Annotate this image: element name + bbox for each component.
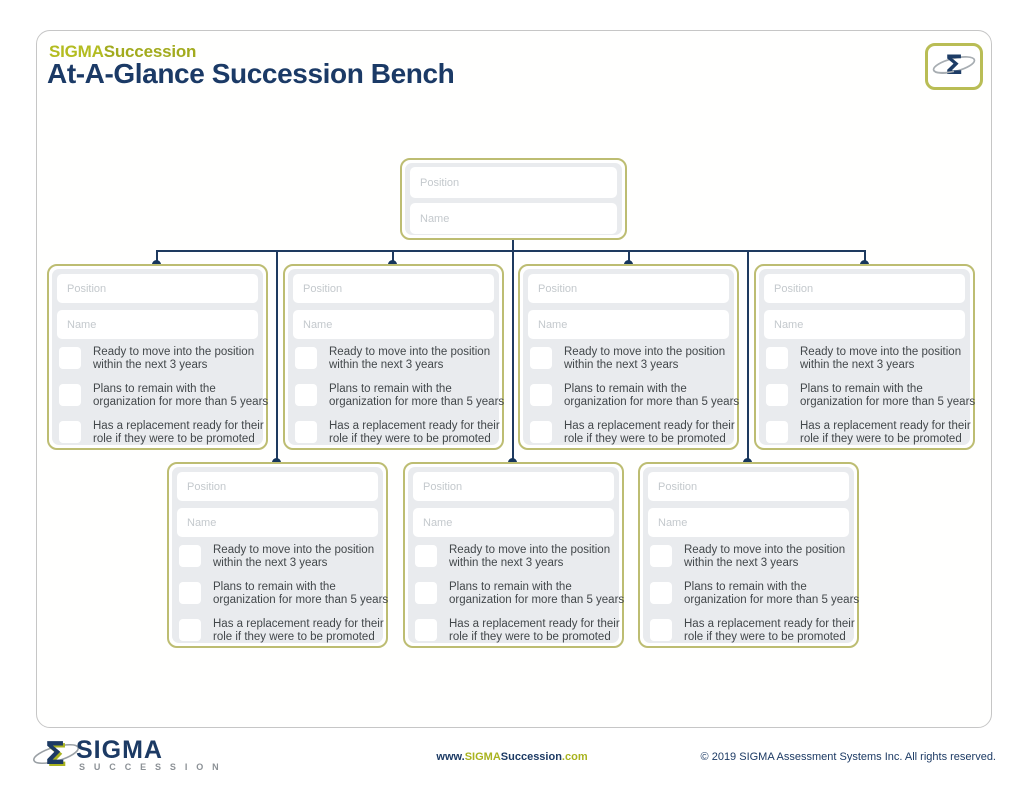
brand-sigma: SIGMA [49,42,104,61]
footer-logo-succession-text: S U C C E S S I O N [79,762,222,772]
criterion-label: Ready to move into the position within t… [684,544,846,569]
website-link[interactable]: www.SIGMASuccession.com [0,751,1024,763]
criterion-label: Plans to remain with the organization fo… [213,581,389,606]
row1-node-2: Ready to move into the position within t… [283,264,504,450]
criterion-label: Ready to move into the position within t… [213,544,375,569]
checkbox[interactable] [650,619,672,641]
criterion-label: Ready to move into the position within t… [800,346,962,371]
position-input[interactable] [177,472,378,501]
checkbox[interactable] [415,545,437,567]
checkbox[interactable] [650,545,672,567]
checkbox[interactable] [179,582,201,604]
website-com: .com [561,751,588,763]
name-input[interactable] [57,310,258,339]
sigma-logo-badge: Σ [925,43,983,90]
criterion-label: Plans to remain with the organization fo… [800,383,976,408]
checkbox[interactable] [59,421,81,443]
criterion-label: Has a replacement ready for their role i… [564,420,735,445]
connector-line [864,250,866,266]
name-input[interactable] [410,203,617,234]
website-succession: Succession [500,751,562,763]
position-input[interactable] [413,472,614,501]
svg-text:Σ: Σ [46,738,67,774]
checkbox[interactable] [179,545,201,567]
checkbox[interactable] [766,421,788,443]
checkbox[interactable] [295,347,317,369]
criterion-label: Plans to remain with the organization fo… [564,383,740,408]
website-www: www. [436,751,465,763]
name-input[interactable] [177,508,378,537]
row2-node-1: Ready to move into the position within t… [167,462,388,648]
sigma-orbit-icon: Σ [932,46,976,87]
brand-wordmark: SIGMASuccession [49,42,196,62]
row1-node-3: Ready to move into the position within t… [518,264,739,450]
connector-line [156,250,866,252]
criterion-label: Has a replacement ready for their role i… [329,420,500,445]
footer-logo-sigma-text: SIGMA [76,736,163,764]
criterion-label: Has a replacement ready for their role i… [449,618,620,643]
row2-node-3: Ready to move into the position within t… [638,462,859,648]
position-input[interactable] [764,274,965,303]
name-input[interactable] [764,310,965,339]
checkbox[interactable] [295,421,317,443]
criterion-label: Has a replacement ready for their role i… [684,618,855,643]
row1-node-4: Ready to move into the position within t… [754,264,975,450]
checkbox[interactable] [766,384,788,406]
criterion-label: Has a replacement ready for their role i… [213,618,384,643]
criterion-label: Ready to move into the position within t… [449,544,611,569]
connector-line [747,250,749,464]
checkbox[interactable] [415,582,437,604]
name-input[interactable] [293,310,494,339]
position-input[interactable] [648,472,849,501]
checkbox[interactable] [650,582,672,604]
footer-logo: Σ Σ [32,733,80,780]
connector-line [512,240,514,252]
checkbox[interactable] [415,619,437,641]
connector-line [276,250,278,464]
checkbox[interactable] [530,384,552,406]
sigma-orbit-icon: Σ Σ [32,736,80,779]
website-sigma: SIGMA [464,751,501,763]
criterion-label: Has a replacement ready for their role i… [93,420,264,445]
checkbox[interactable] [295,384,317,406]
connector-line [156,250,158,266]
checkbox[interactable] [530,421,552,443]
row2-node-2: Ready to move into the position within t… [403,462,624,648]
name-input[interactable] [648,508,849,537]
criterion-label: Plans to remain with the organization fo… [93,383,269,408]
connector-line [512,250,514,464]
top-position-node [400,158,627,240]
position-input[interactable] [410,167,617,198]
criterion-label: Ready to move into the position within t… [329,346,491,371]
position-input[interactable] [57,274,258,303]
checkbox[interactable] [766,347,788,369]
criterion-label: Ready to move into the position within t… [93,346,255,371]
criterion-label: Has a replacement ready for their role i… [800,420,971,445]
criterion-label: Plans to remain with the organization fo… [329,383,505,408]
copyright-text: © 2019 SIGMA Assessment Systems Inc. All… [700,751,996,763]
svg-text:Σ: Σ [945,50,963,81]
criterion-label: Ready to move into the position within t… [564,346,726,371]
brand-succession: Succession [103,42,197,61]
position-input[interactable] [528,274,729,303]
page-title: At-A-Glance Succession Bench [47,58,455,89]
svg-text:Σ: Σ [44,736,65,772]
criterion-label: Plans to remain with the organization fo… [684,581,860,606]
checkbox[interactable] [59,384,81,406]
name-input[interactable] [528,310,729,339]
connector-line [628,250,630,266]
position-input[interactable] [293,274,494,303]
checkbox[interactable] [59,347,81,369]
name-input[interactable] [413,508,614,537]
checkbox[interactable] [530,347,552,369]
checkbox[interactable] [179,619,201,641]
connector-line [392,250,394,266]
criterion-label: Plans to remain with the organization fo… [449,581,625,606]
row1-node-1: Ready to move into the position within t… [47,264,268,450]
